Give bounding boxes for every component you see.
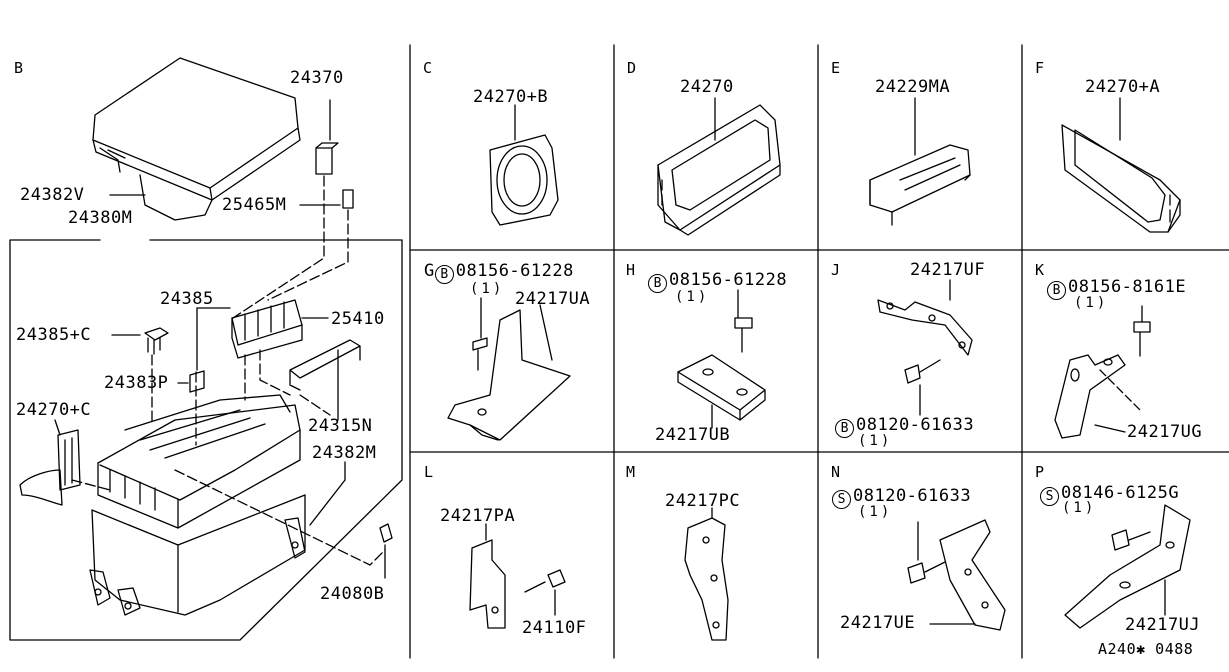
part-label-24270C: 24270+C: [16, 400, 92, 420]
part-label-24217UA: 24217UA: [515, 289, 591, 309]
part-label-24270B: 24270+B: [473, 87, 549, 107]
grid-lines: [409, 44, 1229, 659]
bolt-j: [904, 359, 941, 384]
part-label-24385C: 24385+C: [16, 325, 92, 345]
section-letter-g: G: [424, 261, 435, 281]
part-label-24217UE: 24217UE: [840, 613, 916, 633]
bracket-24217UG: [1054, 354, 1126, 439]
screw-s-symbol: S: [1040, 487, 1059, 506]
grommet-24270A: [1061, 124, 1181, 233]
fuse-25465M: [342, 189, 354, 209]
bolt-b-symbol: B: [434, 265, 454, 284]
bracket-24217PA: [469, 539, 506, 629]
part-label-24385: 24385: [160, 289, 214, 309]
connector-24385C: [144, 327, 169, 355]
relay-24370: [315, 147, 333, 175]
part-label-24229MA: 24229MA: [875, 77, 951, 97]
part-label-24217PA: 24217PA: [440, 506, 516, 526]
grommet-24270B: [489, 134, 559, 226]
bolt-b-symbol: B: [1047, 281, 1066, 300]
part-label-24315N: 24315N: [308, 416, 373, 436]
section-letter-f: F: [1035, 59, 1045, 77]
bolt-qty-h: (1): [675, 289, 710, 305]
section-letter-n: N: [831, 463, 841, 481]
part-label-24383P: 24383P: [104, 373, 169, 393]
grommet-24270: [657, 104, 781, 236]
part-label-25465M: 25465M: [222, 195, 287, 215]
bolt-n: [907, 561, 946, 584]
part-label-24380M: 24380M: [68, 208, 133, 228]
bracket-24217PC: [684, 517, 729, 641]
bracket-24217UJ: [1064, 504, 1191, 629]
bolt-qty-n: (1): [858, 504, 893, 520]
part-label-24217PC: 24217PC: [665, 491, 741, 511]
bolt-qty-k: (1): [1074, 295, 1109, 311]
grommet-24270C: [19, 429, 81, 506]
bolt-b-symbol: B: [648, 274, 667, 293]
fuse-box-group-frame: [9, 239, 403, 641]
clip-24080B: [379, 523, 393, 543]
part-label-24382V: 24382V: [20, 185, 85, 205]
section-letter-l: L: [424, 463, 434, 481]
strip-24315N: [289, 339, 361, 391]
bolt-k: [1133, 321, 1151, 357]
section-letter-e: E: [831, 59, 841, 77]
part-label-24270: 24270: [680, 77, 734, 97]
part-label-24217UJ: 24217UJ: [1125, 615, 1201, 635]
part-label-24110F: 24110F: [522, 618, 587, 638]
bracket-24217UB: [677, 354, 766, 421]
bracket-24217UF: [877, 299, 973, 356]
section-letter-b: B: [14, 59, 24, 77]
section-letter-j: J: [831, 261, 841, 279]
fuse-block-25410: [231, 299, 303, 359]
bolt-number-p: 08146-6125G: [1061, 483, 1180, 503]
bolt-qty-p: (1): [1062, 500, 1097, 516]
bolt-number-k: 08156-8161E: [1068, 277, 1187, 297]
part-label-24382M: 24382M: [312, 443, 377, 463]
bolt-number-g: 08156-61228: [455, 261, 574, 281]
part-label-24217UG: 24217UG: [1127, 422, 1203, 442]
section-letter-m: M: [626, 463, 636, 481]
part-label-24217UB: 24217UB: [655, 425, 731, 445]
bracket-24217UA: [447, 309, 571, 441]
part-label-24370: 24370: [290, 68, 344, 88]
part-label-25410: 25410: [331, 309, 385, 329]
bolt-b-symbol: B: [835, 419, 854, 438]
section-letter-h: H: [626, 261, 636, 279]
bolt-g: [472, 337, 488, 371]
screw-s-symbol: S: [832, 490, 851, 509]
bracket-24217UE: [939, 519, 1006, 631]
bolt-l: [524, 569, 566, 593]
part-label-24270A: 24270+A: [1085, 77, 1161, 97]
section-letter-c: C: [423, 59, 433, 77]
diagram-code: A240✱ 0488: [1098, 640, 1194, 658]
section-letter-k: K: [1035, 261, 1045, 279]
part-label-24080B: 24080B: [320, 584, 385, 604]
section-letter-p: P: [1035, 463, 1045, 481]
part-label-24217UF: 24217UF: [910, 260, 986, 280]
connector-24385: [189, 370, 205, 393]
bolt-number-n: 08120-61633: [853, 486, 972, 506]
bolt-qty-g: (1): [470, 281, 505, 297]
bolt-number-h: 08156-61228: [669, 270, 788, 290]
bolt-p: [1111, 529, 1151, 551]
protector-24229MA: [869, 144, 971, 226]
bolt-h: [734, 317, 753, 353]
dashed-leaders: [71, 175, 386, 566]
section-letter-d: D: [627, 59, 637, 77]
fuse-box-housing: [89, 394, 306, 616]
bolt-number-j: 08120-61633: [856, 415, 975, 435]
bolt-qty-j: (1): [858, 433, 893, 449]
